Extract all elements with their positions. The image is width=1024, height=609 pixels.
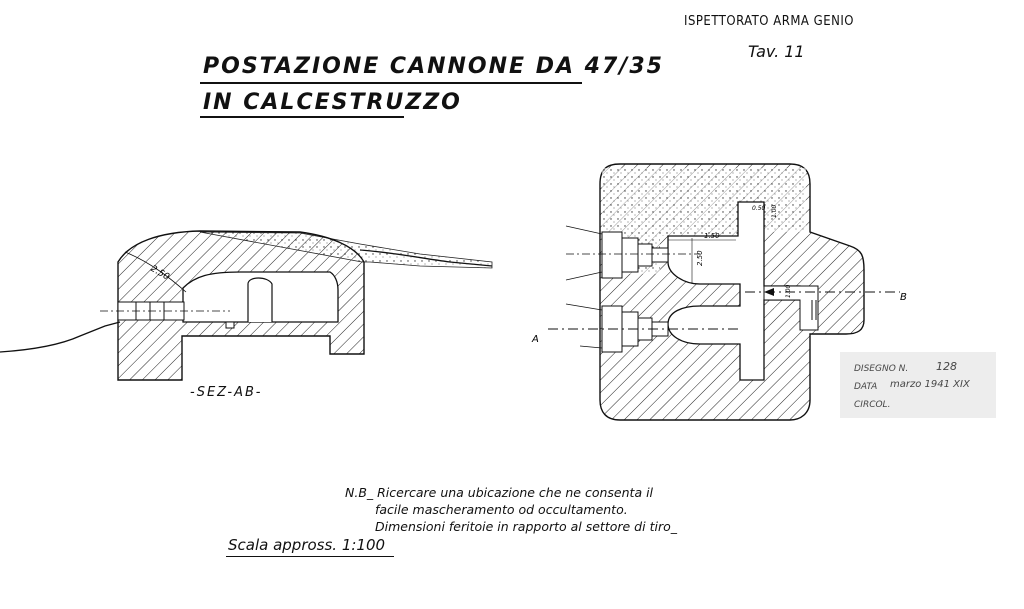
scale-underline <box>226 556 394 557</box>
header-office: ISPETTORATO ARMA GENIO <box>684 14 854 29</box>
dim-small-a: 0.50 <box>752 205 766 212</box>
title-underline-2 <box>200 116 404 118</box>
scale-label: Scala appross. 1:100 <box>228 536 386 554</box>
stamp-drawing-label: DISEGNO N. <box>854 364 909 374</box>
title-line-2: IN CALCESTRUZZO <box>203 90 462 115</box>
gun-base <box>225 321 235 329</box>
section-view: 2.50 <box>0 230 493 381</box>
point-a: A <box>531 334 539 345</box>
title-line-1: POSTAZIONE CANNONE DA 47/35 <box>203 54 664 79</box>
upper-embrasure <box>565 225 700 281</box>
dim-opening-width: 1.50 <box>704 232 720 240</box>
stamp-third-label: CIRCOL. <box>854 400 891 410</box>
plan-view: A B 1.50 2.50 0.50 1.00 1.00 <box>531 163 907 421</box>
archive-stamp: DISEGNO N. 128 DATA marzo 1941 XIX CIRCO… <box>840 352 996 418</box>
note-line-3: Dimensioni feritoie in rapporto al setto… <box>375 519 677 534</box>
stamp-date-label: DATA <box>854 382 878 392</box>
section-label: -SEZ-AB- <box>190 385 263 400</box>
note-line-1: N.B_ Ricercare una ubicazione che ne con… <box>345 485 654 500</box>
note-line-2: facile mascheramento od occultamento. <box>375 502 628 517</box>
ground-line <box>0 321 121 353</box>
dim-opening-height: 2.50 <box>696 250 704 266</box>
dim-step: 1.00 <box>785 284 792 298</box>
plan-entrance <box>763 285 819 331</box>
point-b: B <box>900 292 907 303</box>
note: N.B_ Ricercare una ubicazione che ne con… <box>345 484 677 535</box>
doorway <box>247 277 273 322</box>
stamp-drawing-number: 128 <box>936 360 957 373</box>
stamp-date-value: marzo 1941 XIX <box>890 379 970 390</box>
dim-small-b: 1.00 <box>771 204 778 218</box>
plate-number: Tav. 11 <box>748 42 805 61</box>
title-underline-1 <box>200 82 582 84</box>
